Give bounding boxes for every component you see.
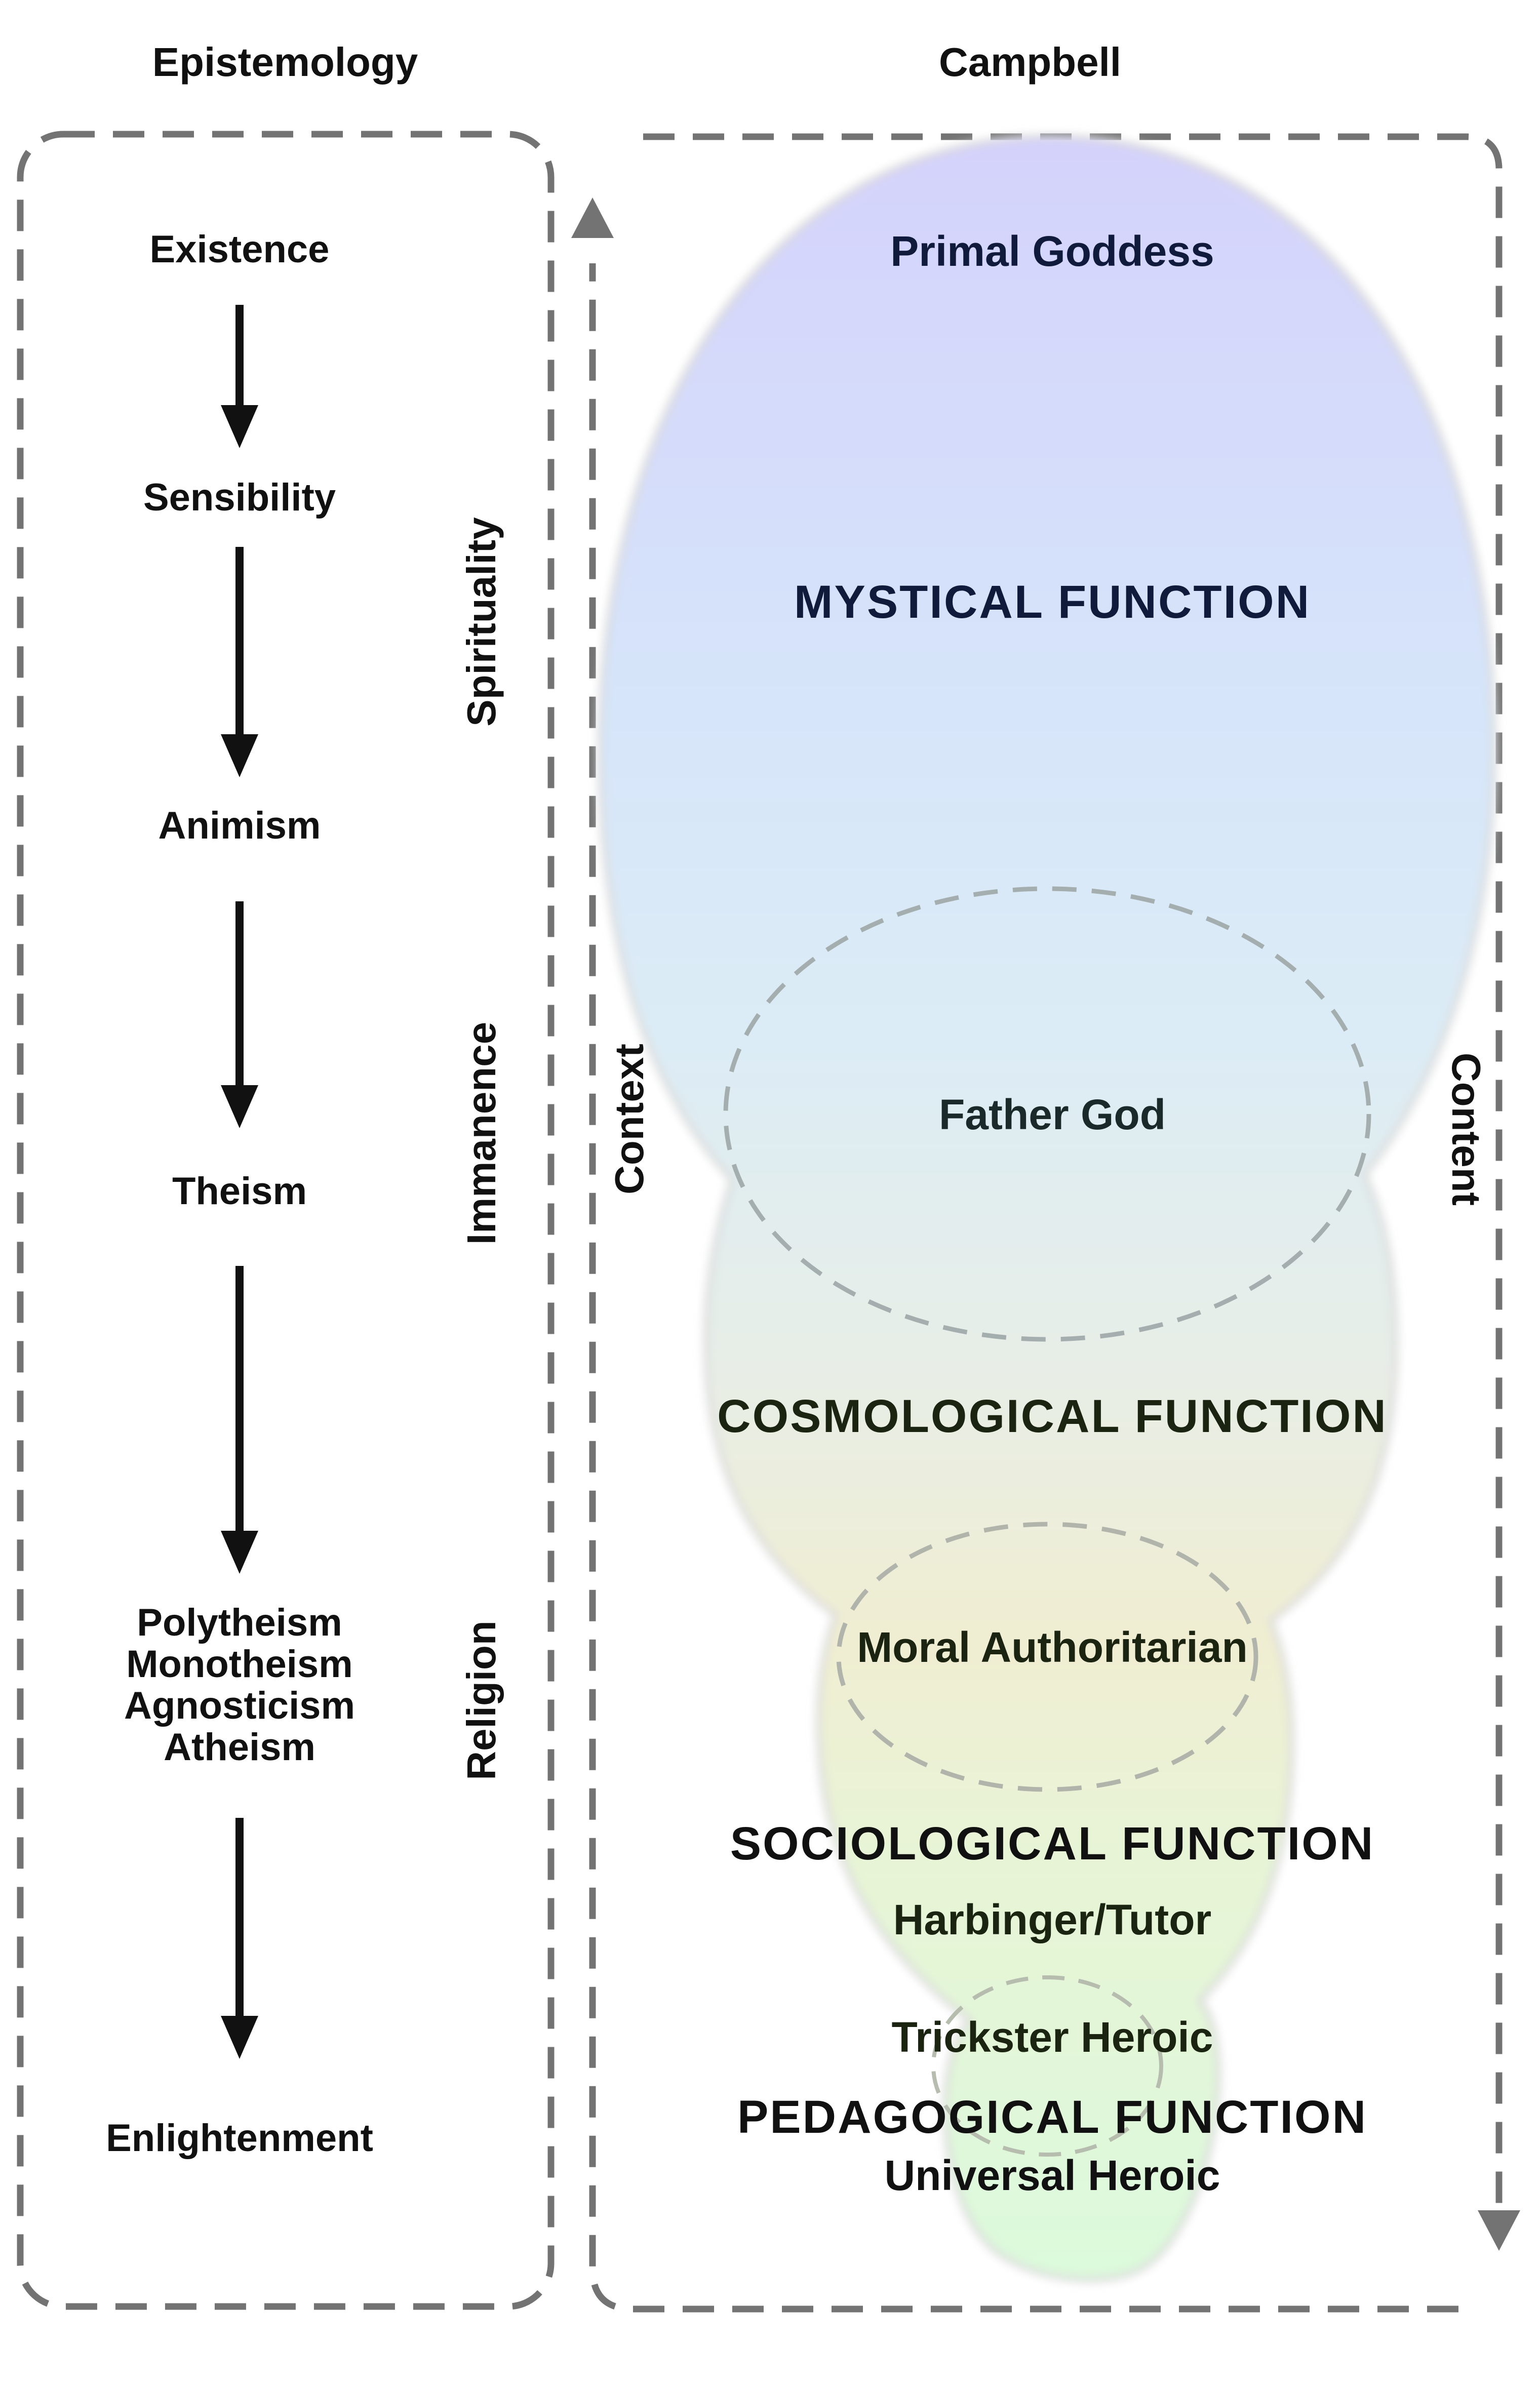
stage-polytheism: Polytheism <box>137 1601 342 1644</box>
stage-agnosticism: Agnosticism <box>124 1684 355 1727</box>
immanence-label: Immanence <box>459 1022 504 1245</box>
father-god-overlap-circle <box>723 886 1371 1342</box>
stage-animism: Animism <box>159 804 321 847</box>
primal-goddess-label: Primal Goddess <box>890 227 1214 275</box>
epistemology-header: Epistemology <box>152 39 418 85</box>
harbinger-tutor-label: Harbinger/Tutor <box>893 1896 1211 1943</box>
content-arrow-head-icon <box>1478 2210 1520 2251</box>
trickster-overlap-circle <box>931 1975 1163 2157</box>
moral-authoritarian-overlap-circle <box>836 1522 1258 1792</box>
content-axis-label: Content <box>1444 1053 1489 1206</box>
religion-label: Religion <box>459 1620 504 1780</box>
stage-atheism: Atheism <box>164 1726 315 1769</box>
stage-sensibility: Sensibility <box>143 476 336 519</box>
trickster-heroic-label: Trickster Heroic <box>891 2013 1213 2061</box>
stage-monotheism: Monotheism <box>126 1643 353 1686</box>
pedagogical-function-label: PEDAGOGICAL FUNCTION <box>737 2091 1367 2143</box>
cosmological-function-label: COSMOLOGICAL FUNCTION <box>717 1390 1388 1442</box>
spirituality-label: Spirituality <box>459 517 504 727</box>
father-god-label: Father God <box>939 1091 1166 1138</box>
stage-enlightenment: Enlightenment <box>106 2117 373 2160</box>
mystical-function-label: MYSTICAL FUNCTION <box>794 576 1311 628</box>
context-arrow-head-icon <box>571 197 614 238</box>
stage-theism: Theism <box>172 1170 307 1213</box>
universal-heroic-label: Universal Heroic <box>885 2152 1220 2199</box>
moral-authoritarian-label: Moral Authoritarian <box>857 1623 1248 1671</box>
function-blob <box>597 134 1497 2283</box>
context-axis-label: Context <box>607 1044 652 1195</box>
sociological-function-label: SOCIOLOGICAL FUNCTION <box>730 1818 1375 1870</box>
stage-existence: Existence <box>150 228 330 271</box>
epistemology-arrows <box>221 305 258 2059</box>
epistemology-panel <box>17 131 555 2310</box>
campbell-panel <box>589 133 1503 2313</box>
campbell-header: Campbell <box>939 39 1121 85</box>
